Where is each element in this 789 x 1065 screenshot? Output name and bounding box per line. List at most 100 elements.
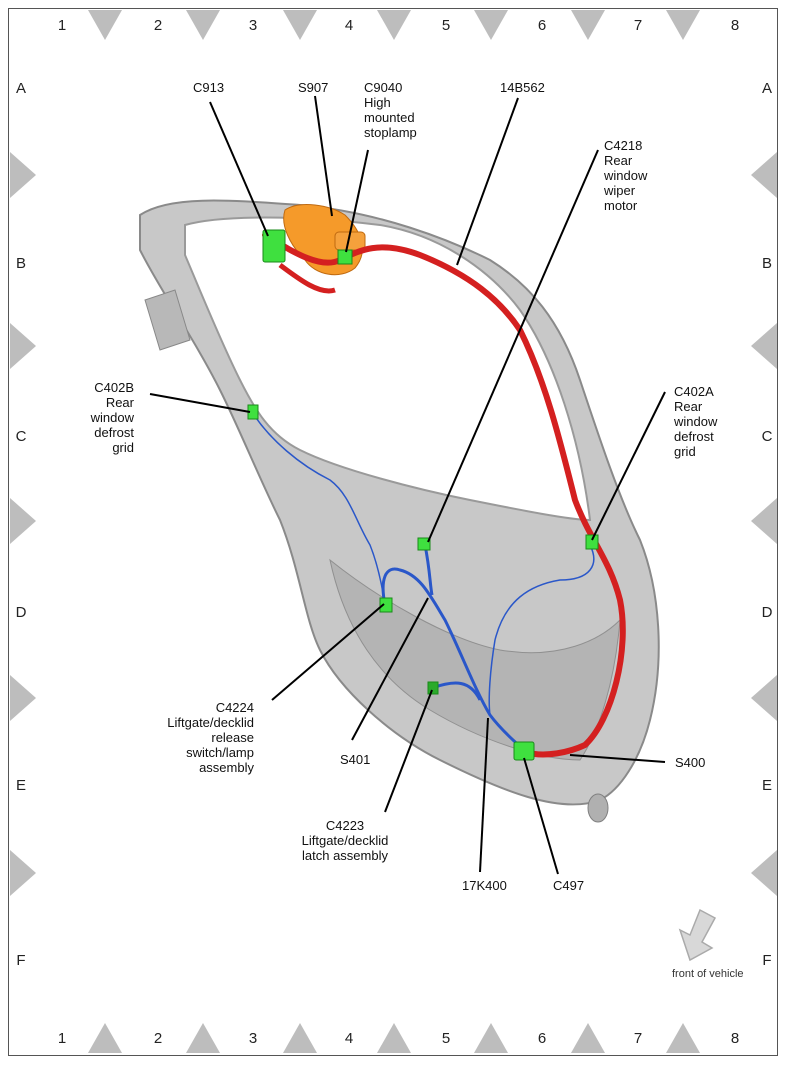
label-c4224: C4224 Liftgate/decklid release switch/la…: [167, 700, 254, 775]
top-marker: [666, 10, 700, 40]
leader-c4218: [427, 149, 599, 543]
label-c4223: C4223 Liftgate/decklid latch assembly: [301, 818, 389, 863]
row-label: A: [15, 80, 26, 97]
label-c402a: C402A Rear window defrost grid: [674, 384, 718, 459]
connectors: [247, 229, 599, 761]
connector-c4223: [427, 681, 439, 695]
right-marker: [751, 850, 777, 896]
column-label: 2: [153, 17, 163, 34]
column-label: 8: [730, 17, 740, 34]
harness-17k400-c402a: [488, 544, 595, 716]
column-label: 6: [537, 1030, 547, 1047]
label-c9040: C9040 High mounted stoplamp: [364, 80, 417, 140]
right-marker: [751, 675, 777, 721]
connector-c4224: [379, 597, 393, 613]
grid-markers: [10, 10, 777, 1053]
row-label: E: [761, 777, 772, 794]
connector-c913: [262, 229, 286, 263]
row-label: B: [761, 255, 772, 272]
row-label: D: [15, 604, 27, 621]
bottom-marker: [571, 1023, 605, 1053]
bottom-marker: [377, 1023, 411, 1053]
leader-s400: [569, 754, 666, 763]
label-c913: C913: [193, 80, 225, 95]
liftgate-left-hinge: [144, 289, 191, 351]
harness-17k400-main: [381, 567, 527, 753]
leader-lines: [149, 95, 666, 875]
leader-c402a: [591, 391, 666, 541]
bottom-marker: [186, 1023, 220, 1053]
harness-17k400-wiper: [423, 544, 434, 596]
harness-14b562: [262, 232, 626, 758]
leader-c9040: [345, 149, 369, 253]
right-marker: [751, 323, 777, 369]
row-label: E: [15, 777, 26, 794]
bottom-marker: [88, 1023, 122, 1053]
column-label: 1: [57, 17, 67, 34]
left-marker: [10, 498, 36, 544]
liftgate-lower-recess: [329, 558, 621, 761]
row-label: F: [762, 952, 772, 969]
column-label: 3: [248, 1030, 258, 1047]
column-label: 5: [441, 1030, 451, 1047]
right-marker: [751, 498, 777, 544]
row-label: F: [16, 952, 26, 969]
leader-c913: [209, 101, 269, 237]
leader-c4224: [271, 603, 385, 701]
column-label: 2: [153, 1030, 163, 1047]
left-marker: [10, 323, 36, 369]
top-marker: [186, 10, 220, 40]
column-label: 6: [537, 17, 547, 34]
harness-14b562-branch: [278, 262, 336, 294]
top-marker: [377, 10, 411, 40]
front-of-vehicle-arrow-icon: [678, 908, 717, 962]
top-marker: [88, 10, 122, 40]
left-marker: [10, 675, 36, 721]
row-label: D: [761, 604, 773, 621]
connector-c9040: [337, 249, 353, 265]
left-marker: [10, 152, 36, 198]
front-of-vehicle-label: front of vehicle: [672, 968, 744, 980]
column-label: 3: [248, 17, 258, 34]
column-label: 4: [344, 17, 354, 34]
top-marker: [283, 10, 317, 40]
leader-c402b: [149, 393, 251, 413]
label-s907: S907: [298, 80, 329, 95]
column-label: 5: [441, 17, 451, 34]
row-label: A: [761, 80, 772, 97]
label-s401: S401: [340, 752, 371, 767]
diagram-frame: [8, 8, 778, 1056]
label-c402b: C402B Rear window defrost grid: [90, 380, 134, 455]
row-label: B: [15, 255, 26, 272]
row-label: C: [15, 428, 27, 445]
leader-s907: [314, 95, 333, 217]
leader-c4223: [384, 689, 433, 813]
bottom-marker: [474, 1023, 508, 1053]
top-marker: [571, 10, 605, 40]
label-14b562: 14B562: [500, 80, 545, 95]
column-label: 7: [633, 1030, 643, 1047]
column-label: 8: [730, 1030, 740, 1047]
right-marker: [751, 152, 777, 198]
label-c497: C497: [553, 878, 585, 893]
label-s400: S400: [675, 755, 706, 770]
column-label: 7: [633, 17, 643, 34]
leader-s401: [351, 597, 429, 741]
leader-17k400: [479, 717, 489, 873]
column-label: 4: [344, 1030, 354, 1047]
left-marker: [10, 850, 36, 896]
row-label: C: [761, 428, 773, 445]
liftgate-window-opening: [184, 216, 592, 522]
connector-c4218: [417, 537, 431, 551]
connector-c497: [513, 741, 535, 761]
label-17k400: 17K400: [462, 878, 507, 893]
top-marker: [474, 10, 508, 40]
harness-17k400-c402b: [251, 411, 386, 606]
liftgate-bumper-stop: [587, 793, 609, 823]
bottom-marker: [666, 1023, 700, 1053]
bottom-marker: [283, 1023, 317, 1053]
label-c4218: C4218 Rear window wiper motor: [604, 138, 648, 213]
connector-c402a: [585, 534, 599, 550]
leader-14b562: [456, 97, 519, 266]
